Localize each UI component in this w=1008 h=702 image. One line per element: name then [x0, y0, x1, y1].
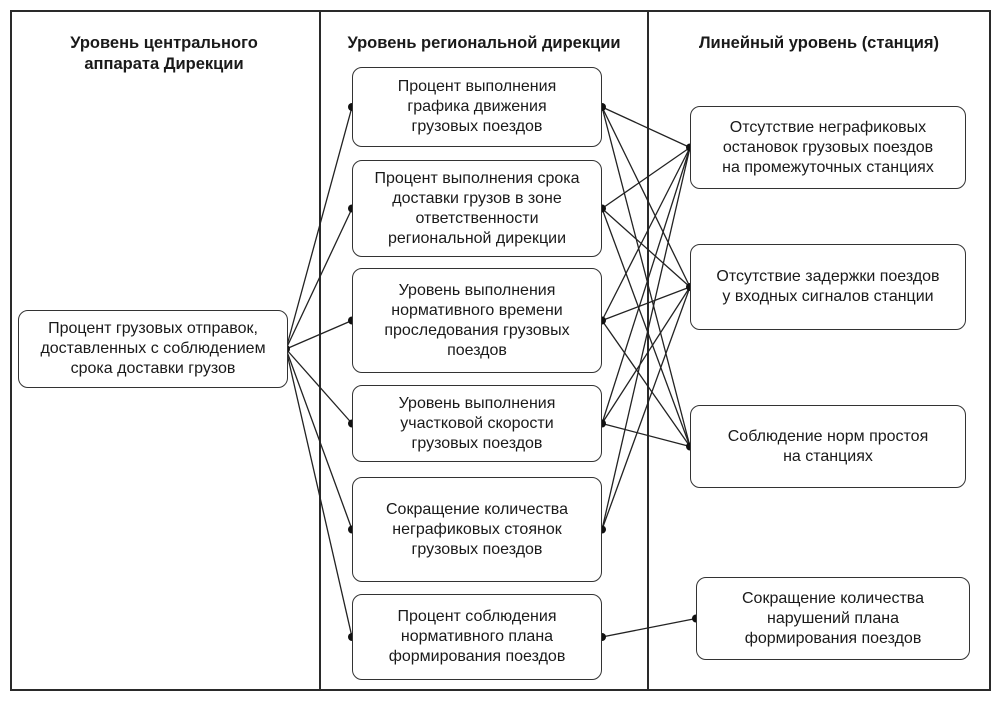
- central-box: Процент грузовых отправок, доставленных …: [18, 310, 288, 388]
- link-regional-to-linear-15: [601, 617, 697, 638]
- link-regional-to-linear-14: [601, 286, 691, 530]
- link-central-to-regional-3: [285, 319, 353, 350]
- column-title-regional: Уровень региональной дирекции: [347, 34, 621, 52]
- link-regional-to-linear-2: [601, 106, 691, 288]
- link-central-to-regional-2: [285, 208, 353, 350]
- link-central-to-regional-4: [285, 348, 353, 424]
- regional-box-4: Уровень выполнения участковой скорости г…: [352, 385, 602, 462]
- linear-box-3: Соблюдение норм простоя на станциях: [690, 405, 966, 488]
- link-regional-to-linear-4: [601, 146, 691, 210]
- link-central-to-regional-6: [285, 348, 353, 638]
- linear-box-1: Отсутствие неграфиковых остановок грузов…: [690, 106, 966, 189]
- linear-box-2: Отсутствие задержки поездов у входных си…: [690, 244, 966, 330]
- column-title-linear: Линейный уровень (станция): [698, 34, 939, 52]
- regional-box-6: Процент соблюдения нормативного плана фо…: [352, 594, 602, 680]
- column-title-central: Уровень центрального аппарата Дирекции: [70, 34, 258, 73]
- column-divider-right: [647, 10, 649, 691]
- link-regional-to-linear-6: [601, 208, 691, 447]
- link-regional-to-linear-10: [601, 147, 691, 424]
- link-regional-to-linear-9: [601, 320, 691, 447]
- regional-box-1: Процент выполнения графика движения груз…: [352, 67, 602, 147]
- link-regional-to-linear-13: [601, 147, 691, 530]
- link-regional-to-linear-12: [601, 422, 691, 448]
- column-divider-left: [319, 10, 321, 691]
- link-regional-to-linear-1: [601, 106, 691, 149]
- link-regional-to-linear-8: [601, 286, 691, 322]
- linear-box-4: Сокращение количества нарушений плана фо…: [696, 577, 970, 660]
- link-central-to-regional-1: [285, 106, 353, 350]
- link-regional-to-linear-3: [601, 106, 691, 447]
- link-regional-to-linear-5: [601, 208, 691, 288]
- regional-box-3: Уровень выполнения нормативного времени …: [352, 268, 602, 373]
- regional-box-5: Сокращение количества неграфиковых стоян…: [352, 477, 602, 582]
- link-central-to-regional-5: [285, 348, 353, 530]
- regional-box-2: Процент выполнения срока доставки грузов…: [352, 160, 602, 257]
- link-regional-to-linear-7: [601, 147, 691, 321]
- link-regional-to-linear-11: [601, 286, 691, 424]
- diagram-frame: [10, 10, 991, 691]
